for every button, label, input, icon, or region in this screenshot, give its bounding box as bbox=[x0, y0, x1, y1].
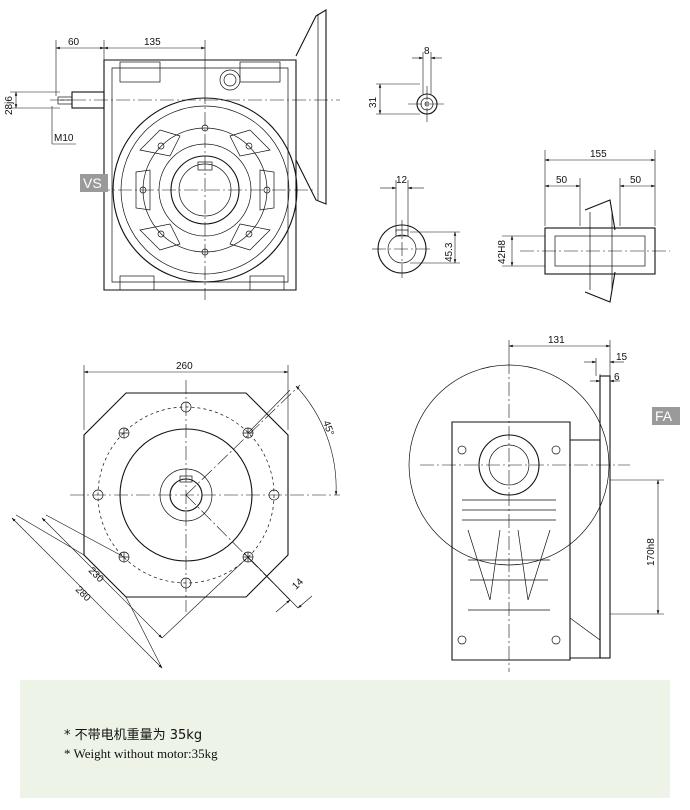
dim-45-3: 45.3 bbox=[444, 242, 455, 262]
dim-28j6: 28j6 bbox=[4, 96, 15, 115]
input-shaft-end-view bbox=[376, 52, 446, 122]
dim-42h8: 42H8 bbox=[497, 240, 508, 264]
dim-50-right: 50 bbox=[630, 175, 642, 186]
vs-view-tag bbox=[80, 174, 108, 192]
dim-15: 15 bbox=[616, 352, 628, 363]
weight-note-english: * Weight without motor:35kg bbox=[64, 746, 218, 761]
vs-view-label: VS bbox=[83, 175, 102, 191]
dims-front-view bbox=[10, 40, 206, 145]
dim-60: 60 bbox=[68, 37, 80, 48]
dim-6: 6 bbox=[614, 372, 620, 383]
dim-280: 280 bbox=[73, 584, 93, 604]
dim-155: 155 bbox=[590, 149, 607, 160]
dim-135: 135 bbox=[144, 37, 161, 48]
fa-view-label: FA bbox=[655, 408, 673, 424]
notes-panel: * 不带电机重量为 35kg * Weight without motor:35… bbox=[20, 680, 670, 798]
gearbox-front-view bbox=[50, 9, 340, 300]
dim-12: 12 bbox=[396, 175, 408, 186]
flange-side-section-view bbox=[408, 340, 664, 672]
flange-face-view bbox=[11, 365, 340, 669]
dim-170h8: 170h8 bbox=[646, 538, 657, 566]
dim-260: 260 bbox=[176, 361, 193, 372]
dim-230: 230 bbox=[86, 565, 106, 585]
dim-m10: M10 bbox=[54, 133, 74, 144]
dim-31: 31 bbox=[368, 96, 379, 108]
dim-50-left: 50 bbox=[556, 175, 568, 186]
hollow-shaft-side-view bbox=[502, 150, 670, 303]
dim-14: 14 bbox=[290, 576, 306, 592]
dim-45-degree: 45° bbox=[320, 419, 336, 437]
fa-view-tag bbox=[652, 407, 680, 425]
dim-8: 8 bbox=[424, 46, 430, 57]
output-bore-end-view bbox=[372, 180, 460, 278]
weight-note-chinese: * 不带电机重量为 35kg bbox=[64, 728, 203, 743]
dim-131: 131 bbox=[548, 335, 565, 346]
